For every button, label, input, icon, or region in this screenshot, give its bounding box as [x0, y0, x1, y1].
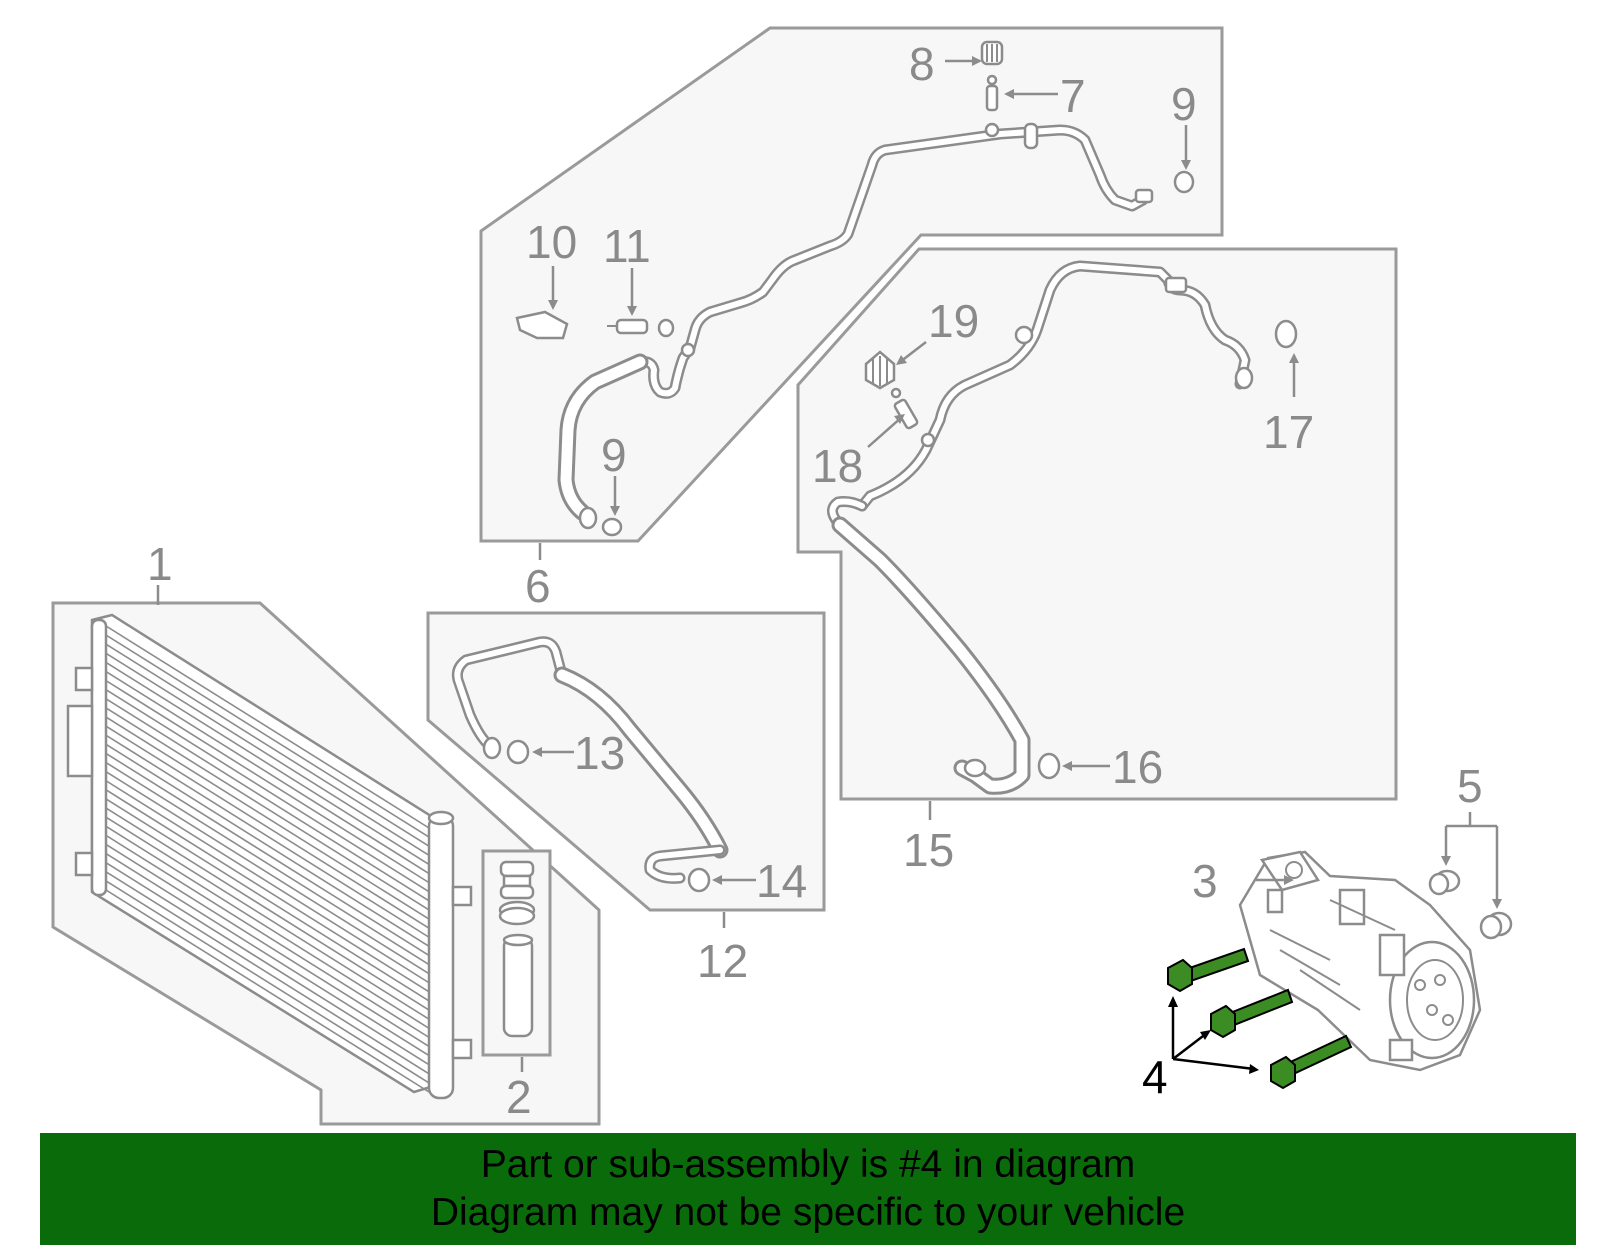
- condenser-fin: [105, 807, 430, 1011]
- leader-lines: [156, 56, 1502, 1074]
- condenser-fin: [105, 643, 430, 847]
- callout-8: 8: [909, 38, 935, 90]
- o-ring-9-top: [1173, 170, 1195, 194]
- condenser-fin: [105, 743, 430, 948]
- panel-line-assembly-6: [479, 26, 1224, 543]
- callout-18: 18: [812, 440, 863, 492]
- callout-17: 17: [1263, 406, 1314, 458]
- callout-16: 16: [1112, 741, 1163, 793]
- callout-5: 5: [1457, 760, 1483, 812]
- condenser-fin: [105, 752, 430, 957]
- valve-core-7: [985, 74, 999, 112]
- condenser-fin: [105, 661, 430, 866]
- condenser-fin: [105, 871, 430, 1075]
- callout-9-top: 9: [1171, 78, 1197, 130]
- condenser-fin: [105, 761, 430, 966]
- o-ring-16: [1037, 752, 1061, 780]
- valve-cap-8: [980, 40, 1004, 66]
- info-banner: Part or sub-assembly is #4 in diagram Di…: [40, 1133, 1576, 1245]
- o-ring-9-bottom: [601, 517, 623, 537]
- bolt-4-lower: [1270, 1034, 1353, 1090]
- callout-13: 13: [574, 727, 625, 779]
- callout-3: 3: [1192, 855, 1218, 907]
- callout-2: 2: [506, 1071, 532, 1123]
- refrigerant-hose-15: [827, 260, 1254, 795]
- condenser-fin: [105, 816, 430, 1020]
- condenser-fin: [105, 789, 430, 993]
- condenser-fin: [105, 780, 430, 984]
- callout-1: 1: [147, 538, 173, 590]
- refrigerant-line-6: [557, 122, 1154, 530]
- callout-19: 19: [928, 295, 979, 347]
- refrigerant-line-12: [451, 636, 729, 884]
- condenser-fin: [105, 889, 430, 1093]
- banner-line-disclaimer: Diagram may not be specific to your vehi…: [430, 1191, 1186, 1234]
- panel-hose-assembly-15: [796, 247, 1398, 801]
- callout-12: 12: [697, 935, 748, 987]
- valve-cap-19: [864, 350, 896, 390]
- o-ring-14: [687, 867, 711, 893]
- condenser-fin: [105, 862, 430, 1066]
- condenser: [66, 613, 473, 1100]
- callout-9-bottom: 9: [601, 429, 627, 481]
- banner-line-part: Part or sub-assembly is #4 in diagram: [480, 1143, 1136, 1186]
- callout-14: 14: [756, 855, 807, 907]
- condenser-fin: [105, 825, 430, 1029]
- callout-7: 7: [1060, 70, 1086, 122]
- condenser-fin: [105, 716, 430, 920]
- pressure-sensor-10: [515, 310, 569, 340]
- condenser-fin: [105, 798, 430, 1002]
- callout-4: 4: [1142, 1051, 1168, 1103]
- condenser-fin: [105, 770, 430, 975]
- condenser-fin: [105, 625, 430, 829]
- o-ring-13: [506, 739, 530, 765]
- bolt-4-middle: [1210, 988, 1294, 1039]
- condenser-fin: [105, 852, 430, 1057]
- callout-10: 10: [526, 216, 577, 268]
- condenser-fin: [105, 670, 430, 875]
- condenser-fin: [105, 880, 430, 1084]
- callout-6: 6: [525, 560, 551, 612]
- condenser-fin: [105, 679, 430, 884]
- condenser-fin: [105, 734, 430, 938]
- callout-15: 15: [903, 824, 954, 876]
- condenser-fin: [105, 725, 430, 929]
- condenser-fin: [105, 634, 430, 838]
- callout-11: 11: [603, 220, 651, 272]
- panel-line-assembly-12: [426, 611, 826, 912]
- bolt-4-upper: [1167, 947, 1250, 993]
- compressor: [1238, 850, 1482, 1072]
- bushing-5b: [1479, 911, 1513, 940]
- drier-insert: [498, 860, 536, 1038]
- bushing-5a: [1428, 869, 1461, 896]
- condenser-fin: [105, 843, 430, 1048]
- condenser-fin: [105, 689, 430, 893]
- condenser-fin: [105, 698, 430, 902]
- condenser-fin: [105, 707, 430, 911]
- condenser-fin: [105, 834, 430, 1039]
- valve-11: [607, 318, 675, 338]
- o-ring-17: [1274, 319, 1298, 349]
- condenser-fin: [105, 652, 430, 856]
